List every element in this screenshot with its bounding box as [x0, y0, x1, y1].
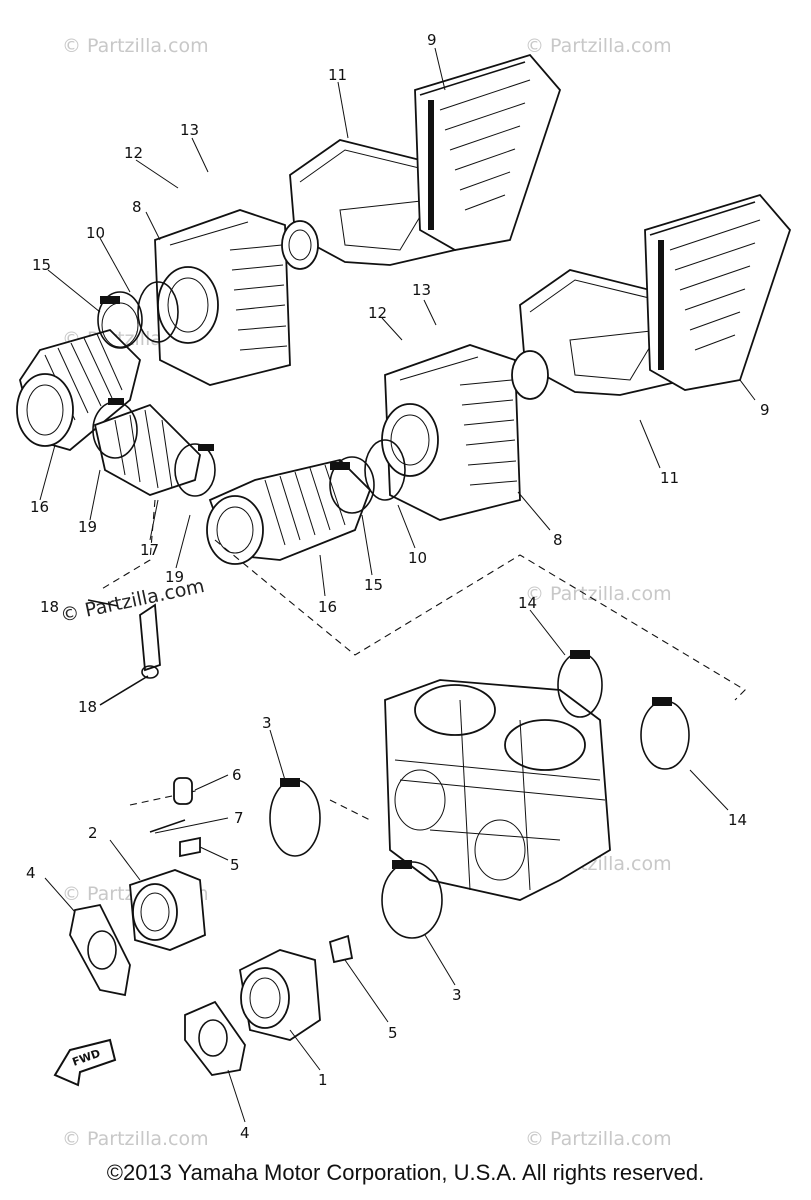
callout-3: 3: [262, 714, 272, 732]
watermark-text: © Partzilla.com: [525, 583, 672, 605]
watermark-text: © Partzilla.com: [62, 1128, 209, 1150]
small-hardware: [149, 777, 354, 964]
fwd-arrow: FWD: [53, 1038, 117, 1087]
callout-numbers: 9 11 13 12 8 10 15 13 12 9 11 8 10 15 16…: [26, 31, 770, 1142]
callout-18: 18: [40, 598, 59, 616]
callout-2: 2: [88, 824, 98, 842]
callout-16: 16: [30, 498, 49, 516]
callout-13: 13: [412, 281, 431, 299]
insulator-plate-rear: [69, 903, 131, 997]
air-box-upper: [154, 209, 291, 386]
callout-11: 11: [660, 469, 679, 487]
watermark-text: © Partzilla.com: [525, 1128, 672, 1150]
copyright-notice: ©2013 Yamaha Motor Corporation, U.S.A. A…: [106, 1160, 705, 1185]
carburetor-assembly: [384, 679, 611, 901]
filter-element-lower: [644, 193, 792, 391]
callout-8: 8: [132, 198, 142, 216]
watermark-center-text: © Partzilla.com: [58, 575, 206, 627]
callout-12: 12: [368, 304, 387, 322]
callout-15: 15: [32, 256, 51, 274]
leader-lines: [39, 47, 756, 1123]
callout-4: 4: [240, 1124, 250, 1142]
insulator-plate-front: [184, 1000, 246, 1076]
filter-element-upper: [414, 53, 562, 251]
callout-12: 12: [124, 144, 143, 162]
callout-1: 1: [318, 1071, 328, 1089]
drain-plug-parts: [87, 599, 161, 706]
clamp-14-pair: [557, 650, 690, 770]
callout-11: 11: [328, 66, 347, 84]
callout-18: 18: [78, 698, 97, 716]
watermark-text: © Partzilla.com: [525, 35, 672, 57]
guide-line: [329, 799, 371, 821]
watermark-text: © Partzilla.com: [62, 35, 209, 57]
carburetor-joint-rear: [129, 869, 206, 951]
guide-line: [99, 499, 156, 591]
callout-14: 14: [728, 811, 747, 829]
clamp-3-pair: [269, 778, 443, 939]
callout-6: 6: [232, 766, 242, 784]
callout-9: 9: [427, 31, 437, 49]
callout-8: 8: [553, 531, 563, 549]
joint-hose-left: [16, 302, 141, 451]
callout-19: 19: [78, 518, 97, 536]
callout-3: 3: [452, 986, 462, 1004]
breather-hose: [92, 398, 216, 497]
callout-16: 16: [318, 598, 337, 616]
callout-19: 19: [165, 568, 184, 586]
callout-13: 13: [180, 121, 199, 139]
callout-5: 5: [388, 1024, 398, 1042]
callout-4: 4: [26, 864, 36, 882]
callout-10: 10: [86, 224, 105, 242]
joint-hose-right: [206, 439, 406, 565]
callout-7: 7: [234, 809, 244, 827]
callout-15: 15: [364, 576, 383, 594]
guide-line: [214, 539, 746, 701]
air-box-lower: [381, 344, 521, 521]
callout-9: 9: [760, 401, 770, 419]
callout-10: 10: [408, 549, 427, 567]
callout-5: 5: [230, 856, 240, 874]
callout-14: 14: [518, 594, 537, 612]
band-clamp-left: [97, 281, 179, 349]
carburetor-joint-front: [239, 949, 321, 1041]
callout-17: 17: [140, 541, 159, 559]
